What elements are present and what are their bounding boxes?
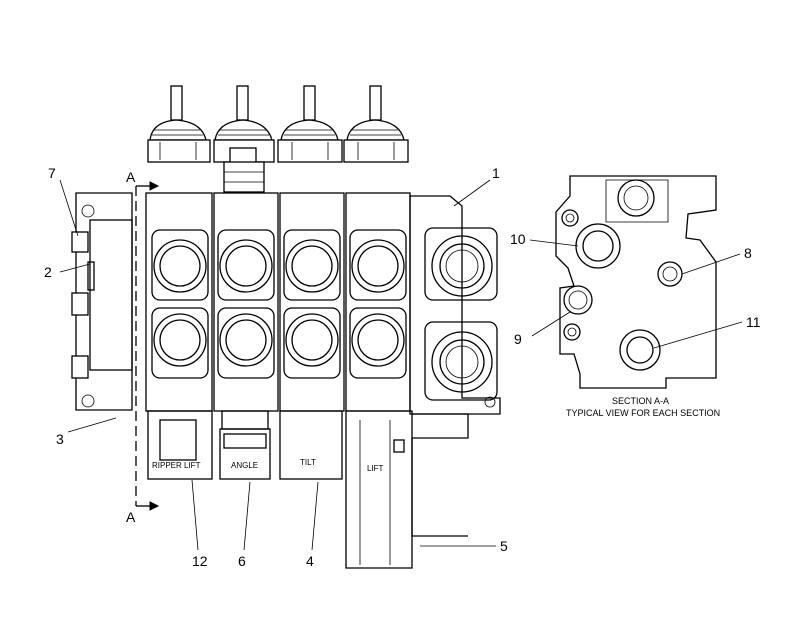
- port-4b: [351, 313, 405, 367]
- sec-port-11: [619, 329, 661, 371]
- sec-plug-small-top: [561, 209, 579, 227]
- section-letter-bottom: A: [126, 509, 136, 525]
- tilt-label: TILT: [300, 458, 316, 467]
- sec-port-top: [617, 179, 655, 217]
- port-1b: [153, 313, 207, 367]
- ports: [153, 235, 493, 393]
- section-title: SECTION A-A: [612, 396, 669, 406]
- port-3b: [285, 313, 339, 367]
- port-2b: [219, 313, 273, 367]
- section-cut-line: A A: [126, 169, 160, 525]
- callout-9: 9: [514, 331, 522, 347]
- lift-label: LIFT: [367, 464, 384, 473]
- control-levers: [147, 85, 409, 193]
- callout-7: 7: [48, 165, 56, 181]
- section-letter-top: A: [126, 169, 136, 185]
- spool-labels: RIPPER LIFT ANGLE TILT LIFT: [152, 458, 384, 473]
- callout-12: 12: [192, 553, 208, 569]
- callout-8: 8: [744, 245, 752, 261]
- sec-plug-small-bottom: [563, 323, 581, 341]
- leader-lines: [59, 179, 743, 551]
- port-1a: [153, 239, 207, 293]
- callout-1: 1: [492, 165, 500, 181]
- port-3a: [285, 239, 339, 293]
- inlet-port-bottom: [431, 331, 493, 393]
- sec-port-10: [575, 223, 621, 269]
- sec-plug-8: [657, 261, 683, 287]
- callout-11: 11: [746, 314, 761, 330]
- section-view: SECTION A-A TYPICAL VIEW FOR EACH SECTIO…: [555, 175, 720, 418]
- callout-4: 4: [306, 553, 314, 569]
- spool-housings: [147, 410, 469, 569]
- lever-3: [277, 85, 343, 163]
- lever-1: [147, 85, 211, 163]
- ripper-lift-label: RIPPER LIFT: [152, 461, 201, 470]
- sec-port-9: [563, 285, 593, 315]
- port-4a: [351, 239, 405, 293]
- angle-label: ANGLE: [231, 461, 258, 470]
- inlet-port-top: [431, 235, 493, 297]
- callout-10: 10: [510, 231, 526, 247]
- lever-2: [213, 85, 275, 193]
- callout-2: 2: [44, 264, 52, 280]
- lever-4: [343, 85, 409, 163]
- left-fittings: [71, 231, 95, 379]
- section-subtitle: TYPICAL VIEW FOR EACH SECTION: [566, 408, 720, 418]
- callout-6: 6: [238, 553, 246, 569]
- callout-3: 3: [56, 431, 64, 447]
- callout-numbers: 1 2 3 4 5 6 7 8 9 10 11 12: [44, 165, 761, 569]
- valve-body: [75, 192, 501, 415]
- port-2a: [219, 239, 273, 293]
- callout-5: 5: [500, 538, 508, 554]
